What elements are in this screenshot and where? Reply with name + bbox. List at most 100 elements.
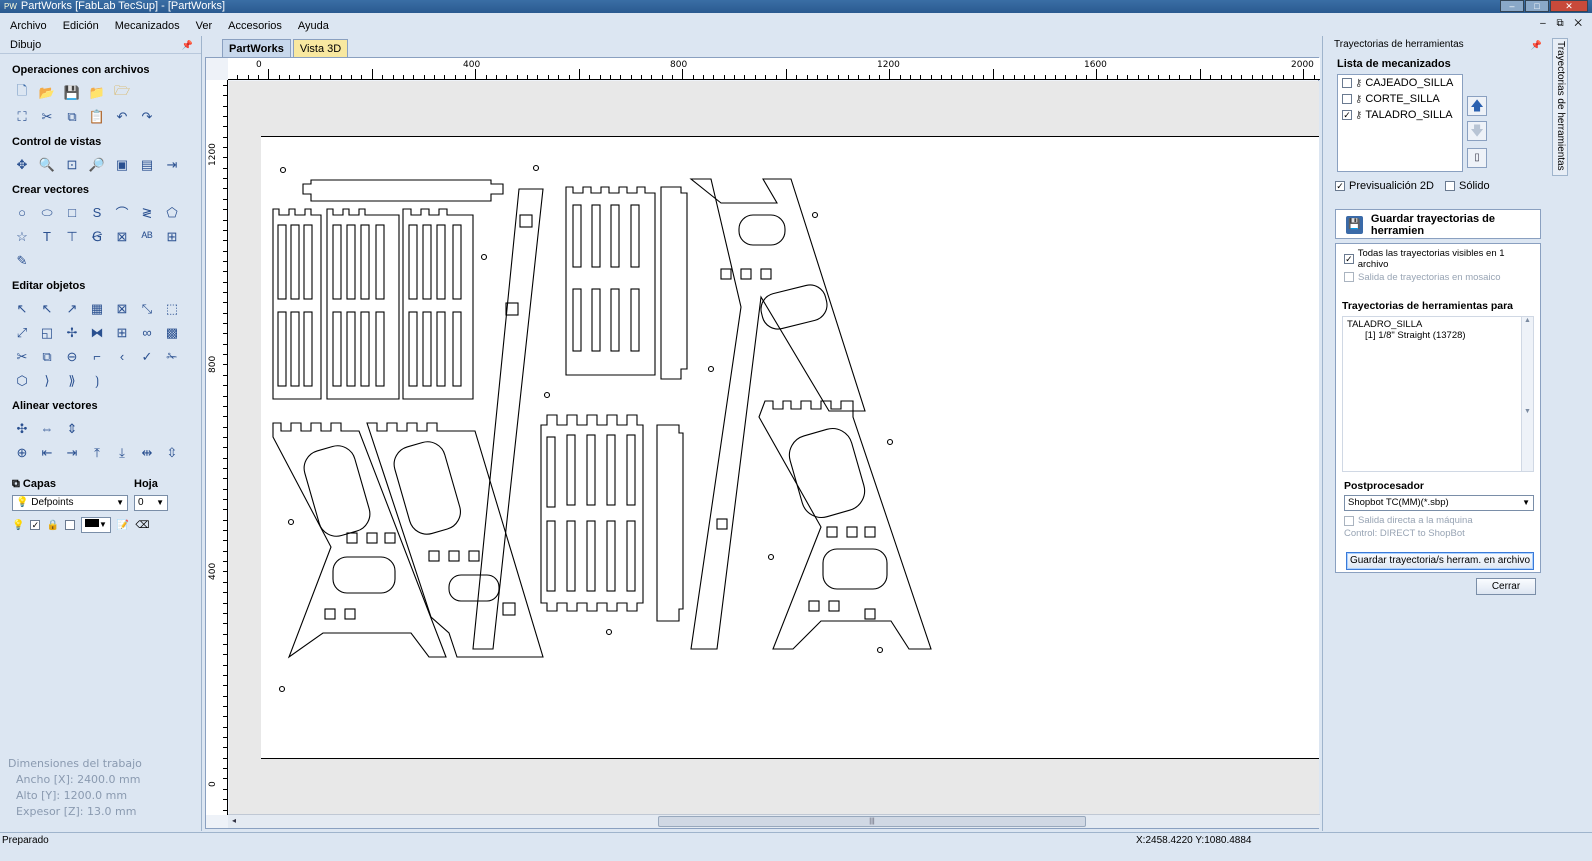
offset-icon[interactable]: ⬡ [16,372,28,388]
layer-color-select[interactable]: ▼ [80,517,111,533]
zoom-all-icon[interactable]: ⊡ [66,156,78,172]
postprocessor-select[interactable]: Shopbot TC(MM)(*.sbp)▼ [1344,495,1534,511]
menu-archivo[interactable]: Archivo [10,19,47,32]
transform-icon[interactable]: ↗ [66,300,78,316]
all-visible-checkbox[interactable]: ✓ [1344,254,1354,264]
align-horizontal-icon[interactable]: ⇔ [40,421,54,436]
align-top-icon[interactable]: ⤒ [94,444,100,460]
draw-tool-icon[interactable]: ✎ [16,252,28,268]
nest-icon[interactable]: ▩ [165,324,179,340]
save-toolpath-file-button[interactable]: Guardar trayectoria/s herram. en archivo [1346,552,1534,570]
machining-checkbox[interactable] [1342,78,1352,88]
pan-icon[interactable]: ✥ [16,156,28,172]
menu-ayuda[interactable]: Ayuda [297,19,329,32]
sheet-select[interactable]: 0▼ [134,495,168,511]
machining-checkbox[interactable]: ✓ [1342,110,1352,120]
chair-parts-drawing[interactable] [261,137,1319,760]
fillet-icon[interactable]: ⌐ [93,349,101,364]
layer-checkbox[interactable]: ✓ [30,520,41,530]
text-icon[interactable]: T [43,229,51,244]
direct-output-checkbox[interactable] [1344,515,1354,526]
text-on-curve-icon[interactable]: Ꞡ [91,228,103,244]
solid-option[interactable]: Sólido [1445,180,1490,192]
undo-icon[interactable]: ↶ [116,108,128,124]
close-window-button[interactable]: ✕ [1550,0,1588,12]
zoom-selection-icon[interactable]: 🔎 [88,156,106,172]
select-icon[interactable]: ↖ [16,300,28,316]
zoom-icon[interactable]: 🔍 [38,156,56,172]
union-icon[interactable]: ⧉ [42,348,52,364]
distribute-v-icon[interactable]: ⇳ [166,444,178,460]
machining-item[interactable]: ⚷ CORTE_SILLA [1338,91,1462,107]
close-button[interactable]: Cerrar [1476,578,1536,595]
circle-icon[interactable]: ○ [18,205,26,220]
mdi-controls[interactable]: ‒ ⧉ ✕ [1540,18,1586,29]
import-icon[interactable]: 📁 [88,84,106,100]
toolpaths-side-tab[interactable]: Trayectorias de herramientas [1552,38,1568,176]
tab-partworks[interactable]: PartWorks [222,39,291,57]
close-vector-icon[interactable]: ⟩ [44,372,50,388]
copy-icon[interactable]: ⧉ [67,108,77,124]
material-sheet[interactable] [261,136,1319,759]
view-3d-icon[interactable]: ▤ [140,156,154,172]
layer-manager-icon[interactable]: 📝 [116,519,130,531]
move-down-button[interactable]: 🡇 [1467,121,1487,141]
scroll-thumb[interactable]: ||| [658,816,1086,827]
extend-icon[interactable]: ⟫ [68,372,76,388]
spiral-icon[interactable]: ≷ [141,204,153,220]
text-fit-icon[interactable]: ⊠ [116,228,128,244]
redo-icon[interactable]: ↷ [141,108,153,124]
machining-item[interactable]: ✓ ⚷ TALADRO_SILLA [1342,109,1453,121]
smooth-icon[interactable]: ⟯ [94,372,100,388]
drawing-canvas[interactable] [229,81,1319,815]
move-up-button[interactable]: 🡅 [1467,96,1487,116]
pin-icon[interactable]: 📌 [181,40,193,50]
tiling-checkbox[interactable] [1344,272,1354,282]
scale-icon[interactable]: ⤢ [16,324,28,340]
center-page-icon[interactable]: ⊕ [16,444,28,460]
tiling-option[interactable]: Salida de trayectorias en mosaico [1344,268,1532,286]
tab-3d-view[interactable]: Vista 3D [292,39,349,57]
grid-icon[interactable]: ⊞ [116,324,128,340]
polyline-icon[interactable]: S [92,205,102,220]
direct-output-option[interactable]: Salida directa a la máquina [1336,514,1540,527]
distribute-h-icon[interactable]: ⇹ [141,444,153,460]
trim-icon[interactable]: ✂ [16,348,28,364]
menu-edicion[interactable]: Edición [62,19,99,32]
text-box-icon[interactable]: ⊤ [66,228,78,244]
maximize-button[interactable]: □ [1525,0,1549,12]
minimize-button[interactable]: – [1500,0,1524,12]
paths-list-scrollbar[interactable]: ▲▼ [1521,317,1533,471]
toolpath-summary-button[interactable]: ▯ [1467,148,1487,168]
machining-checkbox[interactable] [1342,94,1352,104]
solid-checkbox[interactable] [1445,181,1455,191]
node-edit-icon[interactable]: ↖ [41,300,53,316]
align-center-icon[interactable]: ✣ [16,420,28,436]
mirror-icon[interactable]: ⧓ [90,324,104,340]
save-icon[interactable]: 💾 [63,84,81,100]
paste-icon[interactable]: 📋 [88,108,106,124]
menu-ver[interactable]: Ver [195,19,213,32]
layer-lock-icon[interactable]: 🔒 [46,519,59,531]
view-2d-icon[interactable]: ▣ [115,156,129,172]
layer-color-checkbox[interactable] [64,520,75,530]
scissors-icon[interactable]: ✁ [166,348,178,364]
array-icon[interactable]: ⊞ [166,228,178,244]
ellipse-icon[interactable]: ⬭ [41,204,53,220]
menu-mecanizados[interactable]: Mecanizados [114,19,180,32]
star-icon[interactable]: ☆ [16,228,28,244]
corner-icon[interactable]: ‹ [119,349,125,364]
text-arc-icon[interactable]: ᴬᴮ [141,229,153,244]
align-bottom-icon[interactable]: ⤓ [119,444,125,460]
horizontal-scrollbar[interactable]: ◂ ||| [228,814,1320,828]
cut-icon[interactable]: ✂ [41,108,53,124]
layer-select[interactable]: 💡 Defpoints▼ [12,495,128,511]
weld-icon[interactable]: ⤡ [141,300,153,316]
import-bitmap-icon[interactable]: 🗁 [113,82,131,98]
align-vertical-icon[interactable]: ⇕ [66,420,78,436]
layer-visible-icon[interactable]: 💡 [12,519,25,531]
preview-2d-checkbox[interactable]: ✓ [1335,181,1345,191]
resize-icon[interactable]: ◱ [40,324,54,340]
group-icon[interactable]: ▦ [90,300,104,316]
rectangle-icon[interactable]: □ [68,205,76,220]
